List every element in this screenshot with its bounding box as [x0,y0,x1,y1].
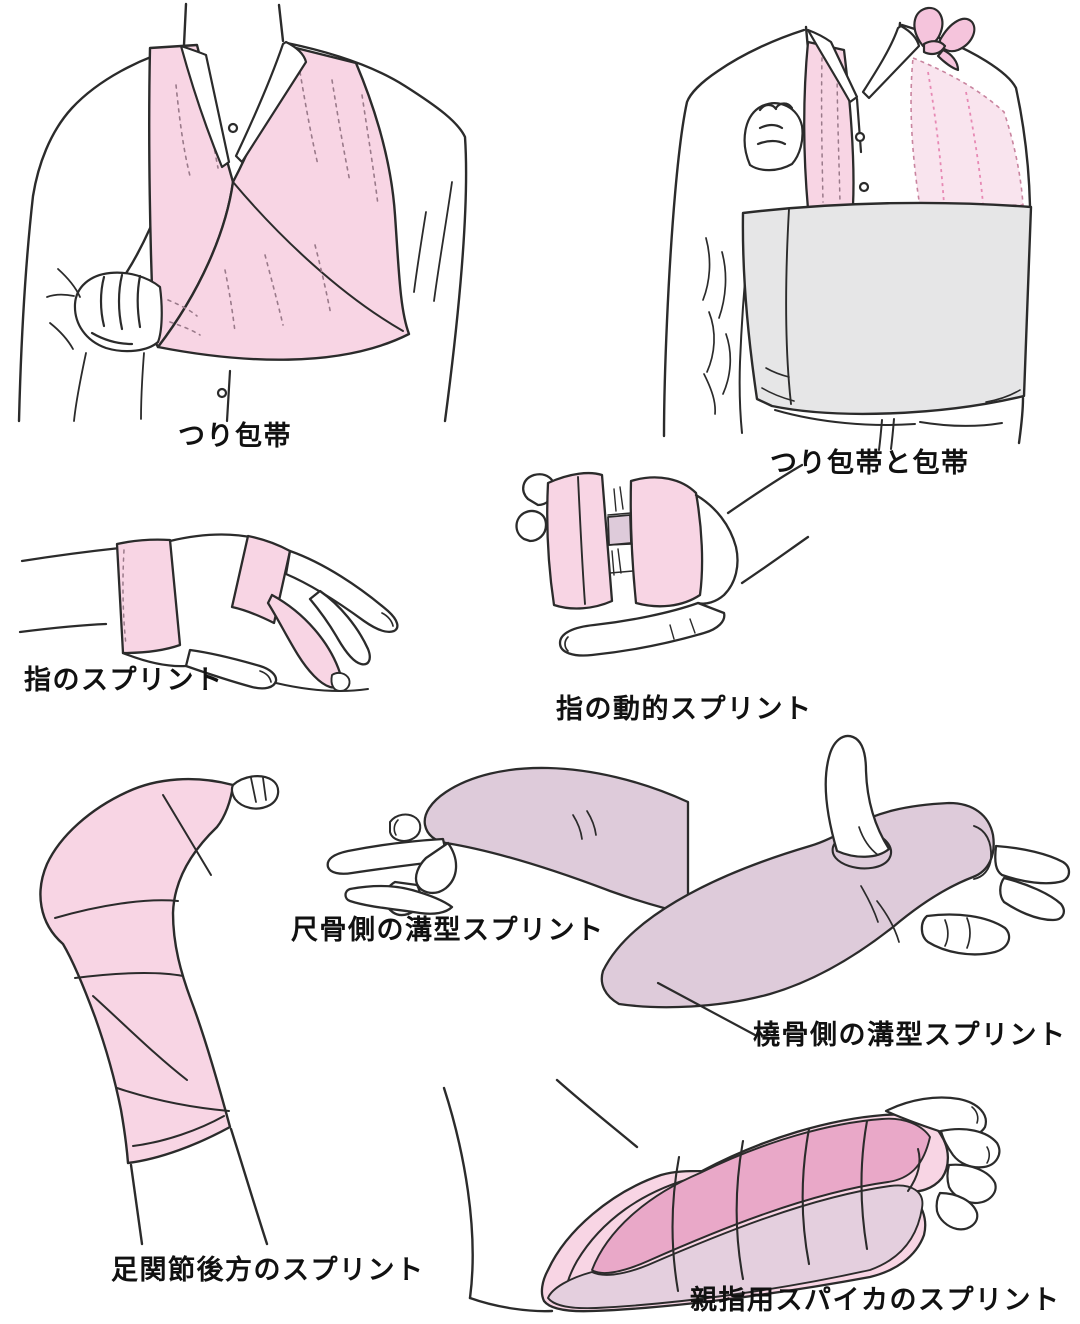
label-dynamic-finger-splint: 指の動的スプリント [556,694,813,725]
swathe-collar [806,24,921,193]
swathe-band [741,201,1033,416]
sling-illustration [17,2,468,423]
dynamic-splint-hand [515,463,810,657]
sling-fist [46,268,163,422]
thumb-spica-splint-illustration [442,1078,1001,1313]
finger-splint-hand [115,533,399,692]
sling-and-swathe-illustration [662,6,1033,451]
label-thumb-spica-splint: 親指用スパイカのスプリント [690,1285,1061,1316]
spica-splint-body [540,1113,950,1313]
swathe-hidden-sling-panel [910,56,1024,208]
ankle-splint-group [39,775,280,1246]
finger-splint-illustration [18,533,399,692]
swathe-hidden-sling-dashes [927,71,984,205]
sling-shirt-front [216,369,232,423]
dynamic-finger-splint-illustration [515,463,810,657]
label-posterior-ankle-splint: 足関節後方のスプリント [111,1255,425,1286]
radial-splint-leader-line [656,981,757,1037]
label-ulnar-gutter-splint: 尺骨側の溝型スプリント [291,915,605,946]
radial-gutter-splint-illustration [600,734,1071,1009]
label-finger-splint: 指のスプリント [24,665,224,696]
shoulder-knot [913,6,976,72]
ulnar-gutter-splint-illustration [326,766,690,917]
ulnar-splint-group [326,766,690,917]
label-sling: つり包帯 [178,421,292,452]
spica-fingers [884,1096,1001,1231]
spica-arm-outline [442,1078,639,1313]
swathe-shirt-bottom [774,409,1003,451]
label-radial-gutter-splint: 橈骨側の溝型スプリント [753,1020,1067,1051]
radial-splint-group [600,734,1071,1009]
finger-splint-arm [18,546,122,634]
label-sling-and-swathe: つり包帯と包帯 [770,448,970,479]
tucked-fist [743,102,804,172]
posterior-ankle-splint-illustration [39,775,280,1246]
sling-collar [179,40,308,169]
